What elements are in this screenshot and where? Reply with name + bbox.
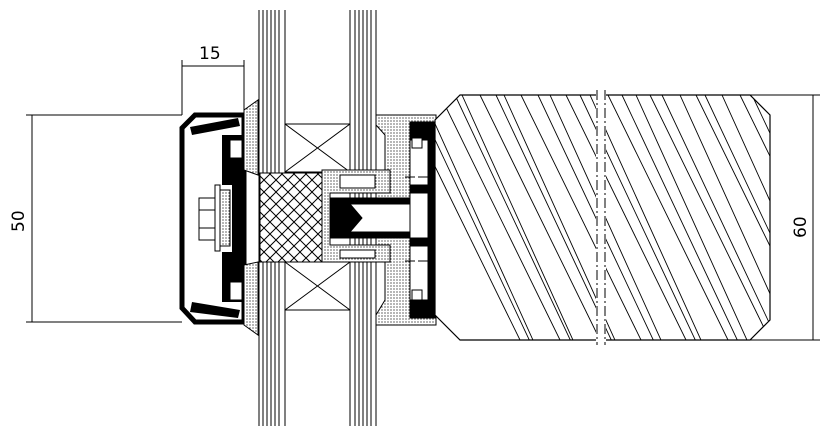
dimension-label-cap-width: 15	[199, 44, 221, 64]
wood-grain-line	[565, 95, 687, 340]
bolt-icon	[198, 184, 231, 252]
wood-grain-line	[649, 95, 770, 340]
wood-grain-line	[520, 95, 642, 340]
insulation-block	[259, 172, 323, 263]
mullion-profile	[321, 114, 440, 326]
wood-grain-line	[549, 95, 671, 340]
wood-grain-line	[439, 95, 561, 340]
dimension-label-cap-height: 50	[9, 210, 29, 232]
dimension-cap-width	[181, 60, 245, 115]
wood-grain-line	[454, 95, 576, 340]
glass-spacers	[284, 123, 351, 311]
dimension-timber-depth	[750, 94, 820, 341]
wood-grain-line	[621, 95, 743, 340]
pressure-cap	[179, 99, 259, 336]
wood-grain-line	[461, 95, 583, 340]
dimension-label-timber-depth: 60	[791, 216, 811, 238]
wood-grain-line	[435, 95, 521, 340]
wood-grain-line	[589, 95, 711, 340]
wood-grain-line	[739, 95, 770, 340]
timber-mullion	[434, 90, 771, 345]
wood-grain-line	[721, 95, 770, 340]
wood-grain-line	[479, 95, 601, 340]
wood-grain-line	[435, 95, 535, 340]
wood-grain-line	[704, 95, 770, 340]
wood-grain-line	[695, 95, 770, 340]
dimension-cap-height	[26, 114, 182, 323]
wood-grain-line	[679, 95, 770, 340]
wood-grain-line	[635, 95, 757, 340]
wood-grain-line	[661, 95, 770, 340]
wood-grain-line	[435, 95, 543, 340]
wood-grain-line	[607, 95, 729, 340]
